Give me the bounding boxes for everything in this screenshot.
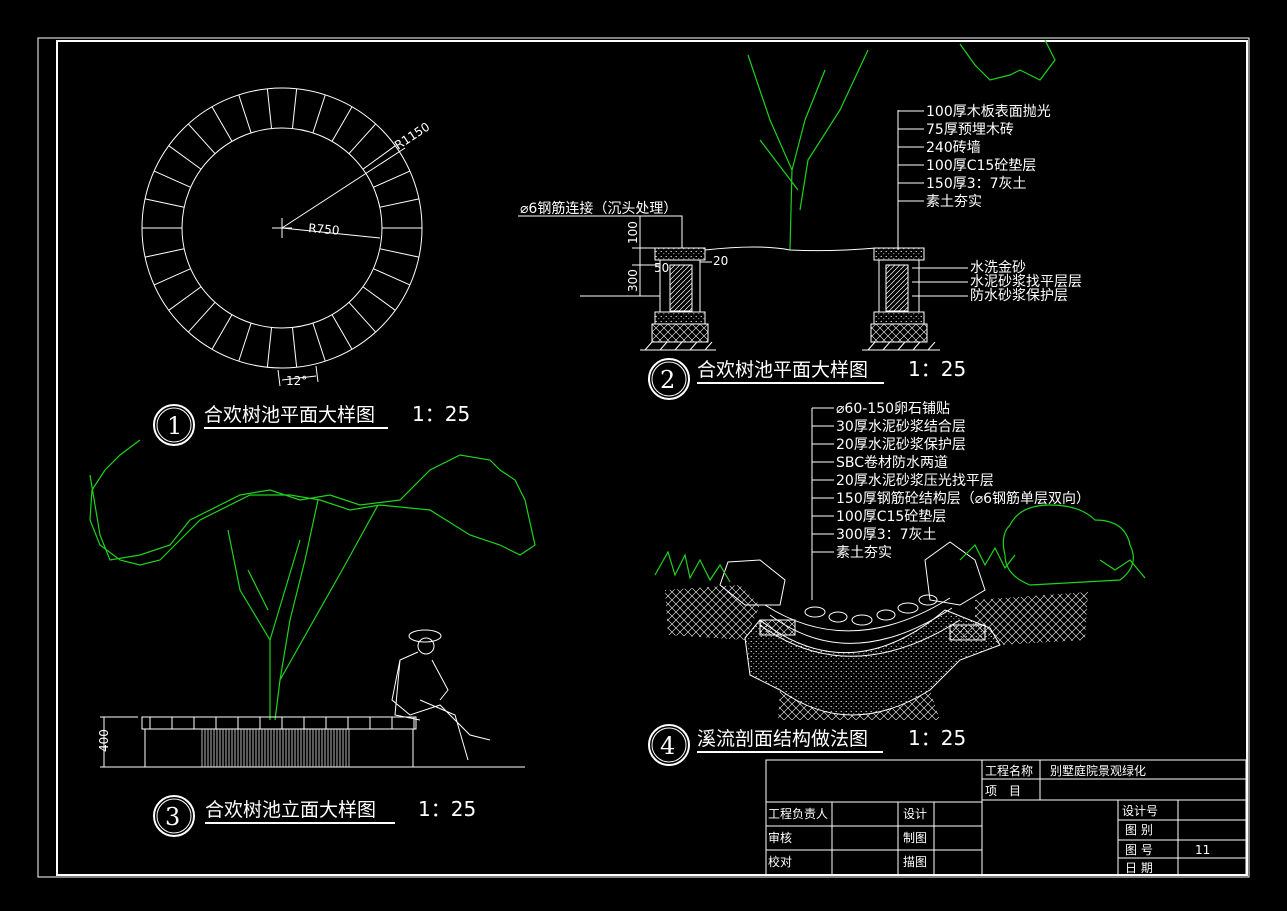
layer-label: 240砖墙 <box>926 140 981 156</box>
detail-2-layer-labels: 100厚木板表面抛光 75厚预埋木砖 240砖墙 100厚C15砼垫层 150厚3：7灰… <box>898 104 1051 210</box>
seated-figure <box>391 629 491 761</box>
leader-label: 工程负责人 <box>768 806 828 821</box>
ring-segment-divider <box>168 145 202 170</box>
ring-segment-divider <box>144 198 185 208</box>
ring-segment-divider <box>153 268 191 286</box>
ring-segment-divider <box>153 170 191 188</box>
outer-frame <box>37 37 1250 878</box>
layer-label: 素土夯实 <box>926 194 982 210</box>
ring-segment-divider <box>211 314 233 350</box>
ring-segment-divider <box>379 248 420 258</box>
detail-4-number: 4 <box>660 732 675 760</box>
dim-50: 50 <box>654 261 669 275</box>
side-layer-label: 水洗金砂 <box>970 260 1026 276</box>
dim-r750: R750 <box>308 221 340 238</box>
rebar-note: ⌀6钢筋连接（沉头处理） <box>520 200 677 217</box>
ring-segment-divider <box>362 145 396 170</box>
detail-2-title: 合欢树池平面大样图 <box>697 359 868 381</box>
ring-segment-divider <box>238 322 252 362</box>
layer-label: 素土夯实 <box>836 545 892 561</box>
ring-segment-divider <box>348 301 377 333</box>
detail-4-scale: 1：25 <box>908 726 966 750</box>
check-label: 校对 <box>768 854 792 869</box>
sheet-no-value: 11 <box>1195 843 1210 857</box>
detail-1-number: 1 <box>167 412 182 440</box>
review-label: 审核 <box>768 830 792 845</box>
ring-segment-divider <box>187 123 216 155</box>
ring-segment-divider <box>187 301 216 333</box>
ring-segment-divider <box>373 170 411 188</box>
trace-label: 描图 <box>903 855 927 869</box>
layer-label: 150厚3：7灰土 <box>926 176 1027 192</box>
inner-frame <box>56 40 1248 876</box>
dim-100: 100 <box>626 221 640 244</box>
ring-segment-divider <box>348 123 377 155</box>
side-layer-label: 水泥砂浆找平层层 <box>970 274 1082 290</box>
title-block: 工程名称 别墅庭院景观绿化 项 目 工程负责人 设计 审核 制图 校对 描图 设… <box>765 759 1247 876</box>
dim-r1150: R1150 <box>392 120 432 153</box>
layer-label: 150厚钢筋砼结构层（⌀6钢筋单层双向） <box>836 490 1090 507</box>
detail-3-title: 合欢树池立面大样图 <box>205 799 376 821</box>
detail-4-stream: ⌀60-150卵石铺贴 30厚水泥砂浆结合层 20厚水泥砂浆保护层 SBC卷材防水两道… <box>648 401 1146 766</box>
layer-label: SBC卷材防水两道 <box>836 455 948 471</box>
ring-segment-divider <box>238 94 252 134</box>
detail-3-scale: 1：25 <box>418 797 476 821</box>
detail-1-plan: R1150 R750 12° 1 合欢树池平面大样图 1：25 <box>141 87 470 446</box>
layer-label: 300厚3：7灰土 <box>836 527 937 543</box>
detail-3-elevation: 400 3 合欢树池立面大样图 1：25 <box>89 439 536 837</box>
category-label: 图 别 <box>1125 823 1153 837</box>
layer-label: ⌀60-150卵石铺贴 <box>836 401 950 417</box>
project-name-label: 工程名称 <box>985 763 1033 778</box>
ring-segment-divider <box>379 198 420 208</box>
layer-label: 20厚水泥砂浆压光找平层 <box>836 473 994 489</box>
dim-20: 20 <box>713 254 728 268</box>
design-no-label: 设计号 <box>1122 804 1158 818</box>
ring-segment-divider <box>291 88 298 129</box>
dim-400: 400 <box>97 729 111 752</box>
draw-label: 制图 <box>903 831 927 845</box>
detail-1-scale: 1：25 <box>412 402 470 426</box>
ring-segment-divider <box>144 248 185 258</box>
side-layer-label: 防水砂浆保护层 <box>970 288 1068 304</box>
detail-1-title: 合欢树池平面大样图 <box>204 404 375 426</box>
ring-segment-divider <box>331 106 353 142</box>
ring-segment-divider <box>362 286 396 311</box>
layer-label: 20厚水泥砂浆保护层 <box>836 437 966 453</box>
detail-3-number: 3 <box>165 803 180 831</box>
ring-segment-divider <box>373 268 411 286</box>
detail-4-layer-labels: ⌀60-150卵石铺贴 30厚水泥砂浆结合层 20厚水泥砂浆保护层 SBC卷材防水两道… <box>812 401 1090 561</box>
ring-segment-divider <box>291 327 298 368</box>
item-label: 项 目 <box>985 784 1021 798</box>
cap-segments <box>149 717 415 729</box>
design-label: 设计 <box>903 807 927 821</box>
date-label: 日 期 <box>1125 861 1153 875</box>
sheet-no-label: 图 号 <box>1125 843 1153 857</box>
dim-angle: 12° <box>286 374 307 388</box>
detail-4-title: 溪流剖面结构做法图 <box>697 728 868 750</box>
detail-2-section: ⌀6钢筋连接（沉头处理） 100 300 50 20 100厚木板表面抛光 75厚… <box>518 39 1082 400</box>
layer-label: 30厚水泥砂浆结合层 <box>836 419 966 435</box>
layer-label: 100厚C15砼垫层 <box>836 509 946 525</box>
ring-segment-divider <box>266 327 273 368</box>
layer-label: 100厚木板表面抛光 <box>926 104 1051 120</box>
project-name-value: 别墅庭院景观绿化 <box>1050 763 1146 778</box>
ring-segment-divider <box>312 322 326 362</box>
detail-2-scale: 1：25 <box>908 357 966 381</box>
ring-segment-divider <box>168 286 202 311</box>
layer-label: 100厚C15砼垫层 <box>926 158 1036 174</box>
dim-300: 300 <box>626 269 640 292</box>
ring-segments <box>142 88 422 368</box>
ring-segment-divider <box>211 106 233 142</box>
ring-segment-divider <box>312 94 326 134</box>
ring-segment-divider <box>266 88 273 129</box>
ring-segment-divider <box>331 314 353 350</box>
layer-label: 75厚预埋木砖 <box>926 122 1014 138</box>
detail-2-number: 2 <box>660 366 675 394</box>
